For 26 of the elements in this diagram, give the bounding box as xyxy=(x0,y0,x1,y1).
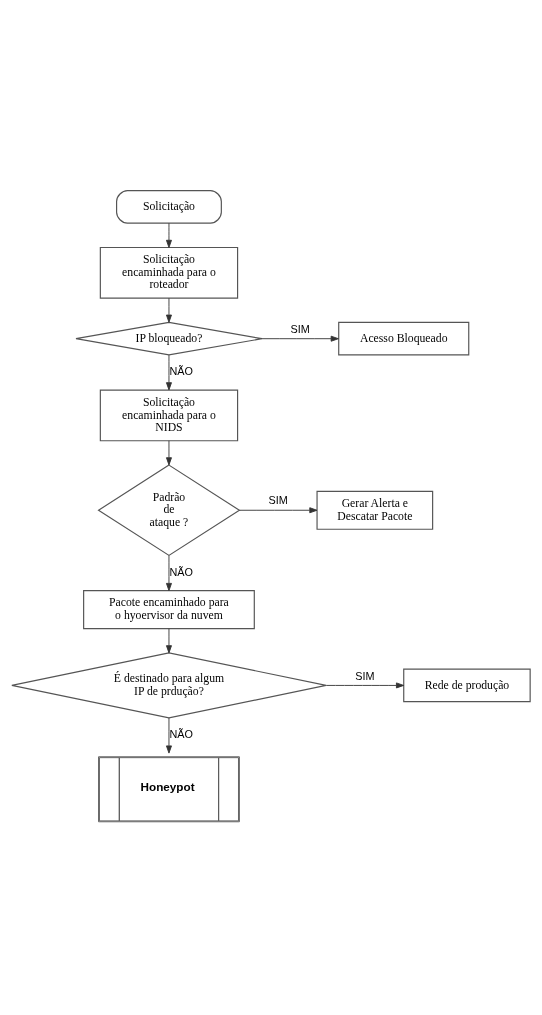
edge-label: SIM xyxy=(268,493,288,506)
node-box: Gerar Alerta e Descatar Pacote xyxy=(316,490,434,530)
edge-label: SIM xyxy=(355,669,375,682)
arrow xyxy=(239,506,318,513)
edge-label: NÃO xyxy=(169,727,193,740)
node-diamond: IP bloqueado? xyxy=(75,321,263,356)
node-box: Acesso Bloqueado xyxy=(338,321,470,356)
edge-label: SIM xyxy=(290,322,310,335)
node-box: Solicitação encaminhada para o NIDS xyxy=(99,389,239,441)
node-box: Solicitação encaminhada para o roteador xyxy=(99,246,239,299)
node-box: Solicitação xyxy=(116,189,222,224)
node-box: Pacote encaminhado para o hyoervisor da nuvem xyxy=(83,589,255,629)
arrow xyxy=(261,335,339,342)
edge-label: NÃO xyxy=(169,565,193,578)
arrow xyxy=(166,297,172,323)
node-diamond: Padrão de ataque ? xyxy=(97,463,241,556)
arrow xyxy=(166,627,172,653)
edge-label: NÃO xyxy=(169,364,193,377)
node-box: Rede de produção xyxy=(403,668,531,702)
arrow xyxy=(166,354,172,390)
arrow xyxy=(325,681,405,688)
arrow xyxy=(166,717,172,754)
arrow xyxy=(166,554,172,591)
arrow xyxy=(166,222,172,248)
arrow xyxy=(166,439,172,465)
node-diamond: É destinado para algum IP de prdução? xyxy=(11,651,327,719)
